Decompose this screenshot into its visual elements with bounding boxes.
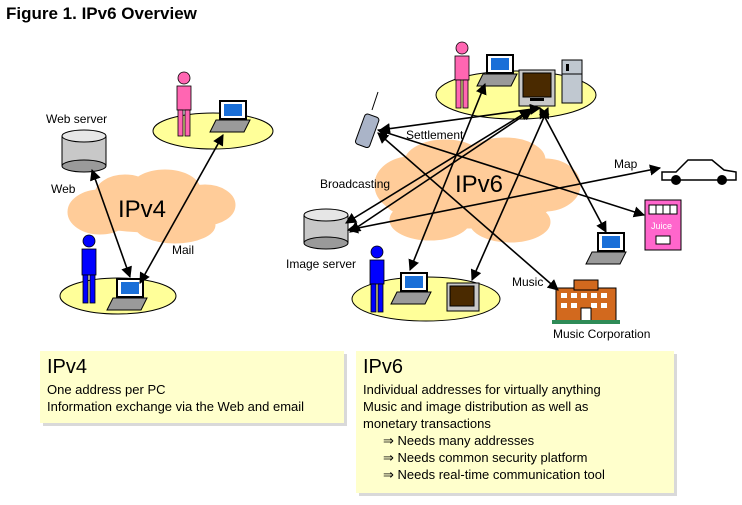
ipv6-box-line: monetary transactions [363, 416, 491, 431]
figure-title: Figure 1. IPv6 Overview [6, 4, 197, 23]
refrigerator-icon [561, 59, 583, 104]
ipv4-box-line: Information exchange via the Web and ema… [47, 399, 305, 414]
web-server-icon [61, 129, 107, 173]
mobile-phone-icon [355, 91, 380, 149]
ipv4-arrows [90, 134, 224, 284]
ipv6-arrows [345, 82, 662, 291]
ipv6-description-box: IPv6 Individual addresses for virtually … [356, 351, 674, 493]
image-server-label: Image server [286, 257, 357, 271]
laptop-ipv6-top-icon [476, 54, 518, 87]
laptop-ipv4-top-icon [209, 100, 251, 133]
web-server-label: Web server [46, 112, 108, 126]
broadcasting-label: Broadcasting [320, 177, 391, 191]
ipv6-box-line: Music and image distribution as well as [363, 399, 589, 414]
ipv4-cloud-label: IPv4 [118, 196, 167, 223]
ipv6-need-item: ⇒ Needs many addresses [383, 433, 535, 448]
web-label: Web [51, 182, 76, 196]
laptop-ipv4-bottom-icon [106, 278, 148, 311]
music-corporation-label: Music Corporation [553, 327, 651, 341]
ipv6-need-item: ⇒ Needs common security platform [383, 450, 588, 465]
mail-label: Mail [172, 243, 195, 257]
image-server-icon [303, 208, 349, 250]
ipv4-box-heading: IPv4 [47, 356, 88, 378]
map-label: Map [614, 157, 638, 171]
ipv4-description-box: IPv4 One address per PC Information exch… [40, 351, 344, 423]
ipv6-need-item: ⇒ Needs real-time communication tool [383, 467, 605, 482]
settlement-label: Settlement [406, 128, 464, 142]
ipv6-box-line: Individual addresses for virtually anyth… [363, 382, 601, 397]
tv-ipv6-bottom-icon [446, 282, 480, 312]
car-icon [661, 159, 737, 185]
tv-ipv6-top-icon [518, 69, 556, 107]
music-label: Music [512, 275, 544, 289]
laptop-standalone-icon [585, 232, 627, 265]
ipv6-cloud-label: IPv6 [455, 171, 504, 198]
ipv4-box-line: One address per PC [47, 382, 166, 397]
ipv6-box-heading: IPv6 [363, 356, 404, 378]
person-pink-ipv4-icon [176, 71, 192, 137]
juice-label: Juice [651, 221, 673, 231]
music-corporation-building-icon [552, 279, 620, 324]
